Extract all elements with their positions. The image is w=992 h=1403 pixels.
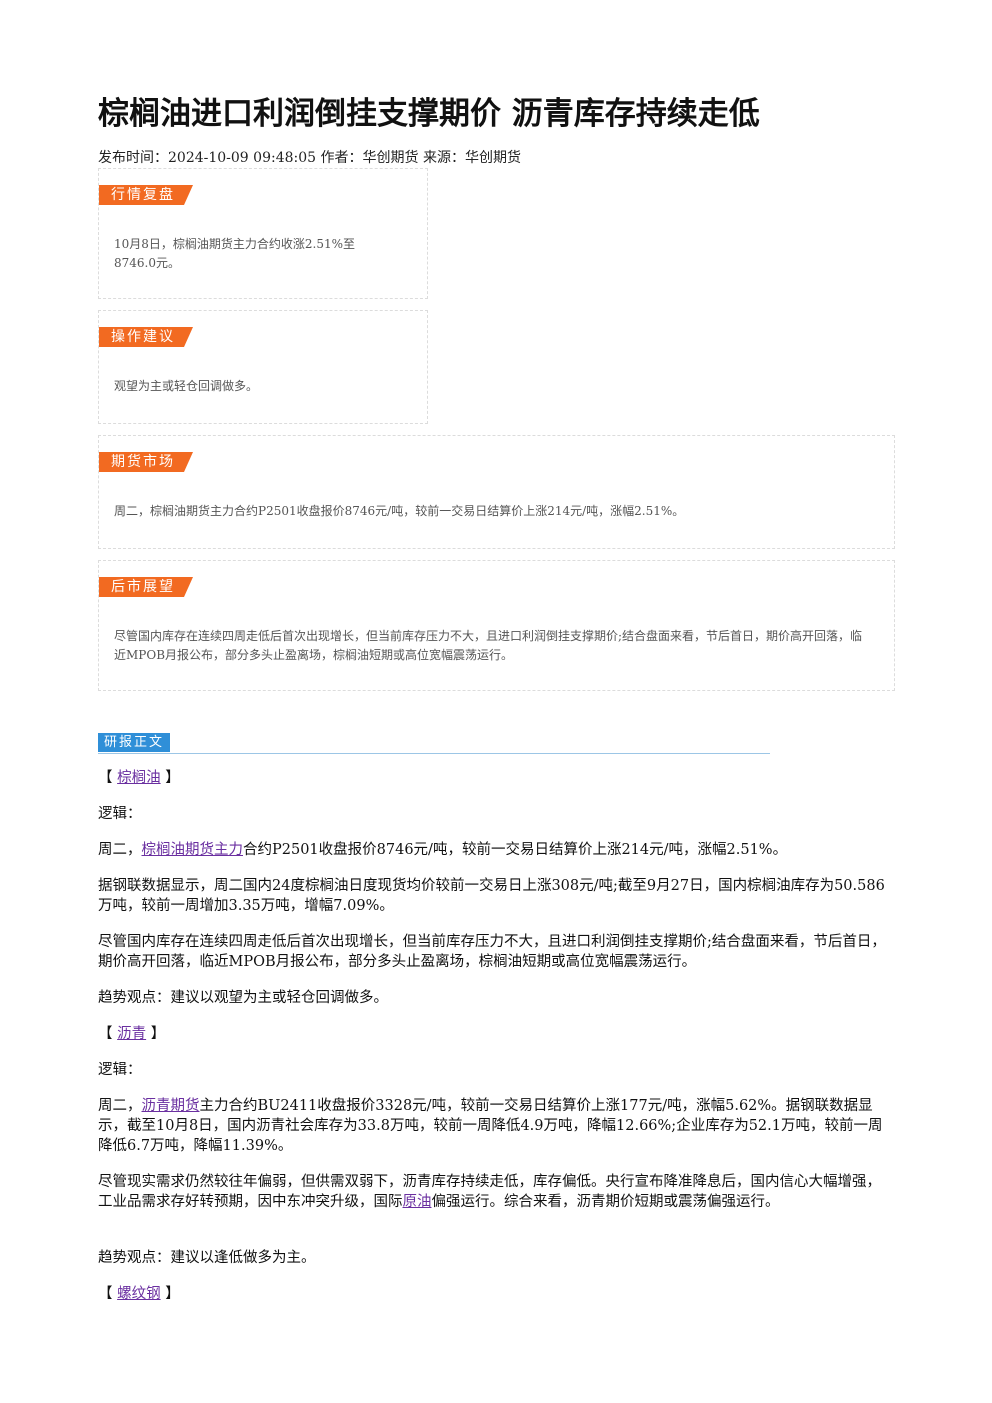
futures-market-box: 期货市场 周二，棕榈油期货主力合约P2501收盘报价8746元/吨，较前一交易日… — [98, 435, 895, 549]
palm-trend: 趋势观点：建议以观望为主或轻仓回调做多。 — [98, 990, 388, 1006]
operation-box: 操作建议 观望为主或轻仓回调做多。 — [98, 310, 428, 424]
outlook-tag: 后市展望 — [99, 577, 193, 597]
futures-market-tag: 期货市场 — [99, 452, 193, 472]
market-review-tag: 行情复盘 — [99, 185, 193, 205]
asphalt-trend: 趋势观点：建议以逢低做多为主。 — [98, 1250, 316, 1266]
palm-logic-label: 逻辑： — [98, 806, 142, 822]
market-review-box: 行情复盘 10月8日，棕榈油期货主力合约收涨2.51%至8746.0元。 — [98, 168, 428, 299]
palm-futures-link[interactable]: 棕榈油期货主力 — [141, 842, 244, 858]
operation-tag: 操作建议 — [99, 327, 193, 347]
asphalt-futures-link[interactable]: 沥青期货 — [141, 1098, 200, 1114]
palm-heading: 【 棕榈油 】 — [98, 770, 180, 786]
palm-paragraph-3: 尽管国内库存在连续四周走低后首次出现增长，但当前库存压力不大，且进口利润倒挂支撑… — [98, 934, 886, 970]
crude-oil-link[interactable]: 原油 — [402, 1194, 432, 1210]
report-section-header: 研报正文 — [98, 731, 770, 754]
palm-paragraph-1: 周二，棕榈油期货主力合约P2501收盘报价8746元/吨，较前一交易日结算价上涨… — [98, 842, 788, 858]
outlook-box: 后市展望 尽管国内库存在连续四周走低后首次出现增长，但当前库存压力不大，且进口利… — [98, 560, 895, 691]
operation-text: 观望为主或轻仓回调做多。 — [114, 379, 259, 393]
asphalt-logic-label: 逻辑： — [98, 1062, 142, 1078]
report-section-tag: 研报正文 — [98, 733, 171, 752]
article-title: 棕榈油进口利润倒挂支撑期价 沥青库存持续走低 — [98, 96, 760, 132]
asphalt-paragraph-1: 周二，沥青期货主力合约BU2411收盘报价3328元/吨，较前一交易日结算价上涨… — [98, 1098, 883, 1154]
asphalt-paragraph-2: 尽管现实需求仍然较往年偏弱，但供需双弱下，沥青库存持续走低，库存偏低。央行宣布降… — [98, 1174, 881, 1210]
asphalt-heading: 【 沥青 】 — [98, 1026, 166, 1042]
palm-oil-link[interactable]: 棕榈油 — [117, 770, 161, 786]
article-meta: 发布时间：2024-10-09 09:48:05 作者：华创期货 来源：华创期货 — [98, 150, 521, 166]
outlook-text: 尽管国内库存在连续四周走低后首次出现增长，但当前库存压力不大，且进口利润倒挂支撑… — [114, 629, 863, 662]
rebar-heading: 【 螺纹钢 】 — [98, 1286, 180, 1302]
futures-market-text: 周二，棕榈油期货主力合约P2501收盘报价8746元/吨，较前一交易日结算价上涨… — [114, 504, 685, 518]
asphalt-link[interactable]: 沥青 — [117, 1026, 147, 1042]
palm-paragraph-2: 据钢联数据显示，周二国内24度棕榈油日度现货均价较前一交易日上涨308元/吨;截… — [98, 878, 885, 914]
market-review-text: 10月8日，棕榈油期货主力合约收涨2.51%至8746.0元。 — [114, 237, 356, 270]
rebar-link[interactable]: 螺纹钢 — [117, 1286, 161, 1302]
